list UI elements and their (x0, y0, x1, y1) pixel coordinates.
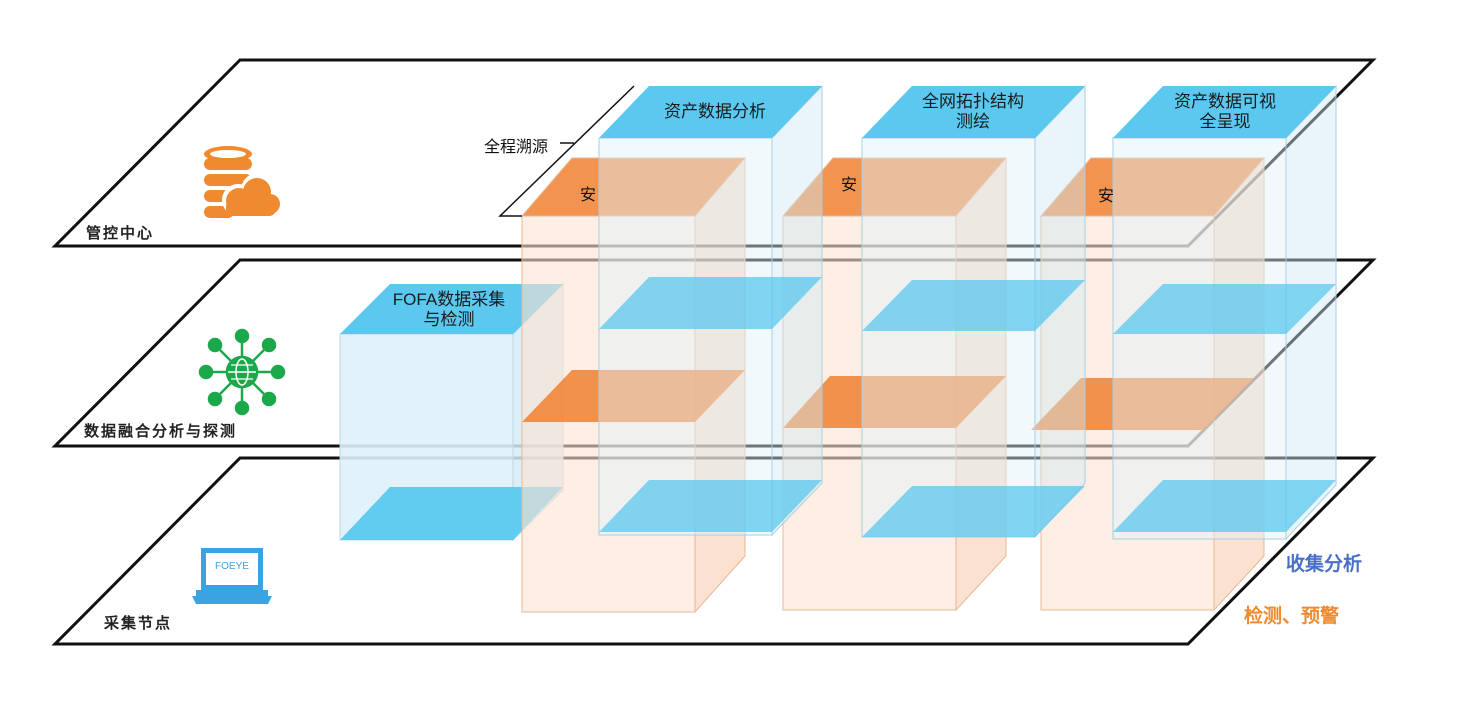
column-title-visualization-line2: 全呈现 (1150, 112, 1300, 132)
trace-label: 全程溯源 (484, 133, 548, 157)
column-title-fofa-line2: 与检测 (374, 310, 524, 330)
column-title-topology: 全网拓扑结构 测绘 (898, 92, 1048, 132)
layer-label-control-center: 管控中心 (86, 222, 154, 243)
column-title-visualization-line1: 资产数据可视 (1150, 92, 1300, 112)
laptop-screen-text: FOEYE (206, 561, 258, 572)
an-label-3: 安 (1098, 182, 1114, 206)
column-title-asset-analysis: 资产数据分析 (640, 102, 790, 122)
legend-detect-alert: 检测、预警 (1244, 601, 1339, 628)
blue-column-asset-analysis (599, 86, 822, 535)
laptop-icon (192, 548, 272, 604)
blue-column-visualization (1113, 86, 1336, 539)
column-title-topology-line2: 测绘 (898, 112, 1048, 132)
column-title-visualization: 资产数据可视 全呈现 (1150, 92, 1300, 132)
layer-label-collection: 采集节点 (104, 612, 172, 633)
an-label-2: 安 (841, 171, 857, 195)
network-globe-icon (200, 330, 284, 414)
layer-label-fusion: 数据融合分析与探测 (84, 420, 237, 441)
column-title-topology-line1: 全网拓扑结构 (898, 92, 1048, 112)
an-label-1: 安 (580, 181, 596, 205)
column-title-fofa: FOFA数据采集 与检测 (374, 290, 524, 330)
blue-column-topology (862, 86, 1085, 537)
legend-collect-analysis: 收集分析 (1286, 549, 1362, 576)
column-title-fofa-line1: FOFA数据采集 (374, 290, 524, 310)
